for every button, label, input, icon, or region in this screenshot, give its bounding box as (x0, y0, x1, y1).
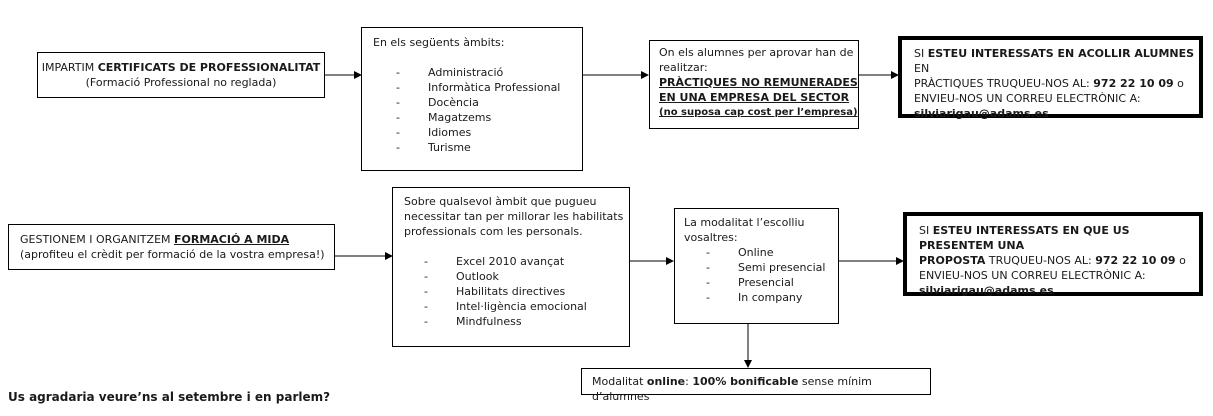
practiques-box: On els alumnes per aprovar han de realit… (649, 40, 859, 129)
ambits-box: En els següents àmbits: Administració In… (361, 27, 583, 171)
footer-question: Us agradaria veure’ns al setembre i en p… (8, 390, 331, 404)
formacio-mida-box: GESTIONEM I ORGANITZEM FORMACIÓ A MIDA (… (8, 224, 335, 270)
contact-box-proposta: SI ESTEU INTERESSATS EN QUE US PRESENTEM… (903, 212, 1203, 297)
habilitat-item: Mindfulness (424, 314, 629, 329)
ambit-item: Idiomes (396, 125, 582, 140)
ambit-item: Turisme (396, 140, 582, 155)
modalitat-item: In company (706, 290, 838, 305)
email-link[interactable]: silviarigau@adams.es (919, 284, 1054, 297)
ambit-item: Informàtica Professional (396, 80, 582, 95)
habilitat-item: Habilitats directives (424, 284, 629, 299)
habilitat-item: Excel 2010 avançat (424, 254, 629, 269)
online-bonificable-box: Modalitat online: 100% bonificable sense… (581, 368, 931, 403)
habilitats-box: Sobre qualsevol àmbit que pugueu necessi… (392, 187, 630, 347)
modalitat-item: Semi presencial (706, 260, 838, 275)
modalitat-item: Presencial (706, 275, 838, 290)
modalitat-item: Online (706, 245, 838, 260)
ambit-item: Docència (396, 95, 582, 110)
contact-box-practiques: SI ESTEU INTERESSATS EN ACOLLIR ALUMNES … (898, 36, 1203, 120)
certificats-box: IMPARTIM CERTIFICATS DE PROFESSIONALITAT… (37, 52, 325, 98)
habilitat-item: Outlook (424, 269, 629, 284)
habilitat-item: Intel·ligència emocional (424, 299, 629, 314)
ambit-item: Administració (396, 65, 582, 80)
modalitat-box: La modalitat l’escolliu vosaltres: Onlin… (674, 208, 839, 324)
ambit-item: Magatzems (396, 110, 582, 125)
email-link[interactable]: silviarigau@adams.es (914, 107, 1049, 120)
